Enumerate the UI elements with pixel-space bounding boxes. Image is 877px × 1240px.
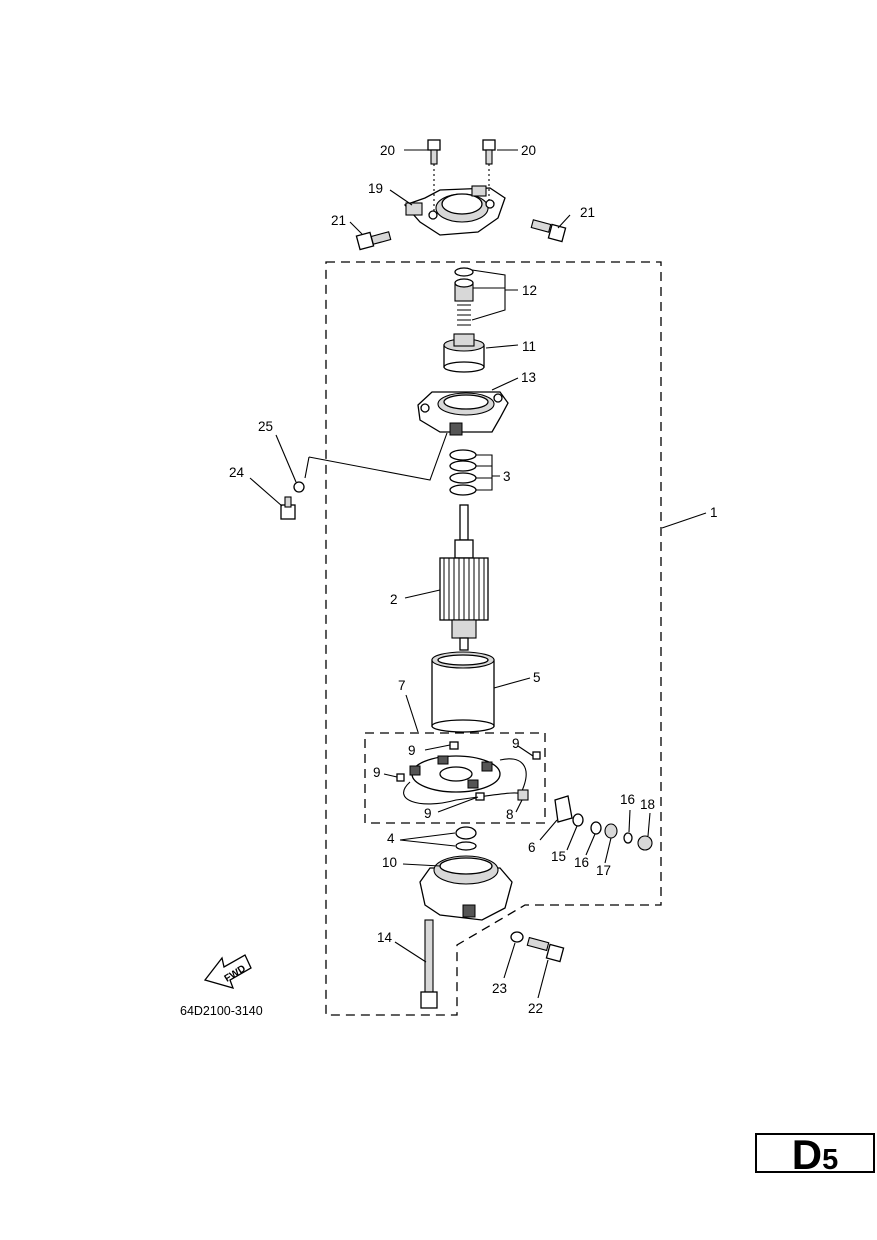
washer-25 (293, 481, 305, 493)
drawing-code: 64D2100-3140 (180, 1004, 263, 1018)
pinion-stop-set-12 (454, 267, 474, 326)
callout-7: 7 (398, 678, 406, 693)
bolt-21-left (355, 231, 392, 251)
bolt-24 (280, 496, 296, 520)
callout-3: 3 (503, 469, 511, 484)
callout-13: 13 (521, 370, 536, 385)
callout-19: 19 (368, 181, 383, 196)
callout-8: 8 (506, 807, 514, 822)
pinion-11 (443, 333, 485, 373)
washer-15 (572, 813, 584, 827)
nut-18 (637, 835, 653, 851)
callout-2: 2 (390, 592, 398, 607)
page-tag-letter: D (791, 1131, 823, 1178)
washers-3 (449, 449, 477, 496)
callout-23: 23 (492, 981, 507, 996)
brush-plate-7 (403, 755, 529, 805)
page-tag: D 5 (755, 1131, 875, 1178)
callout-6: 6 (528, 840, 536, 855)
callout-9-d: 9 (424, 806, 432, 821)
front-cover-13 (417, 391, 509, 436)
callout-9-b: 9 (512, 736, 520, 751)
nut-17 (604, 823, 618, 839)
callout-21-right: 21 (580, 205, 595, 220)
callout-9-c: 9 (373, 765, 381, 780)
callout-16: 16 (574, 855, 589, 870)
callout-9-a: 9 (408, 743, 416, 758)
page-tag-number: 5 (822, 1144, 839, 1176)
leader-lines (249, 149, 707, 999)
bolt-21-right (530, 219, 567, 243)
bolt-20-left (427, 139, 441, 212)
callout-16-top: 16 (620, 792, 635, 807)
bolt-22 (526, 936, 565, 963)
callout-10: 10 (382, 855, 397, 870)
callout-5: 5 (533, 670, 541, 685)
callout-24: 24 (229, 465, 245, 480)
callout-25: 25 (258, 419, 273, 434)
rear-cover-10 (419, 855, 513, 921)
washers-4 (455, 826, 477, 851)
callout-labels: 20 20 19 21 21 12 11 13 25 3 24 1 2 5 7 … (229, 143, 718, 1016)
callout-18: 18 (640, 797, 655, 812)
through-bolt-14 (420, 919, 438, 1009)
terminal-plate-6 (554, 795, 573, 823)
callout-17: 17 (596, 863, 611, 878)
callout-12: 12 (522, 283, 537, 298)
callout-15: 15 (551, 849, 566, 864)
callout-14: 14 (377, 930, 393, 945)
callout-1: 1 (710, 505, 718, 520)
callout-4: 4 (387, 831, 395, 846)
bolt-20-right (482, 139, 496, 200)
washer-16b (623, 832, 633, 844)
washer-16a (590, 821, 602, 835)
brush-plate-boundary (364, 732, 546, 824)
callout-20-left: 20 (380, 143, 395, 158)
armature-2 (439, 504, 489, 651)
fwd-arrow-icon: FWD (203, 954, 252, 989)
callout-20-right: 20 (521, 143, 536, 158)
callout-11: 11 (522, 339, 536, 354)
assembly-boundary (325, 261, 662, 1016)
callout-22: 22 (528, 1001, 543, 1016)
bracket-19 (403, 185, 506, 236)
washer-23 (510, 931, 524, 943)
callout-21-left: 21 (331, 213, 346, 228)
yoke-5 (431, 651, 495, 733)
